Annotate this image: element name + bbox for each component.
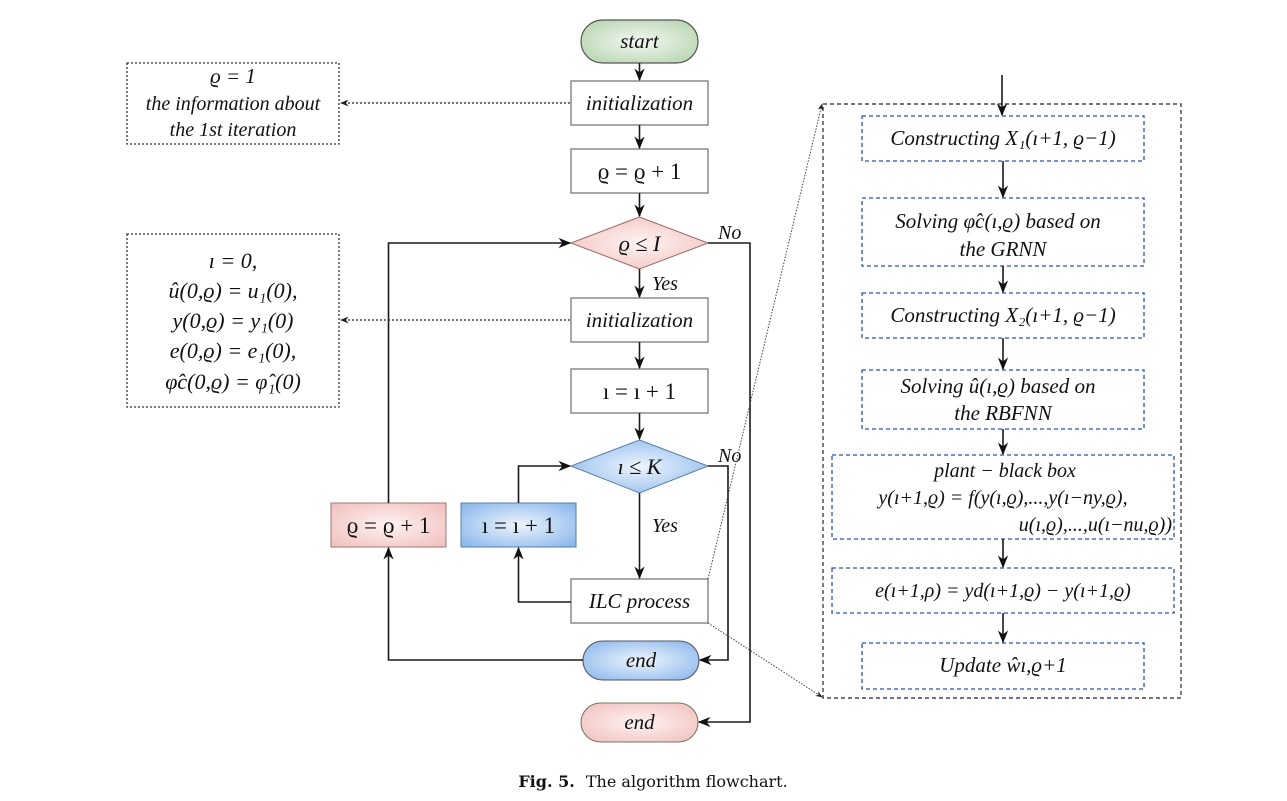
detail-step-4-line-1: Solving û(ı,ϱ) based on bbox=[901, 374, 1096, 398]
init-inner-box: initialization bbox=[570, 297, 709, 343]
detail-step-6-text: e(ı+1,ρ) = yd(ı+1,ϱ) − y(ı+1,ϱ) bbox=[875, 580, 1131, 602]
outer-decision-diamond: ϱ ≤ I bbox=[569, 216, 710, 270]
note-outer-line-3: the 1st iteration bbox=[170, 119, 297, 141]
zoom-connector-top bbox=[707, 103, 824, 580]
start-label: start bbox=[620, 29, 660, 53]
end-inner-label: end bbox=[626, 648, 657, 672]
note-inner-line-1: ı = 0, bbox=[209, 248, 257, 273]
note-inner-line-3: y(0,ϱ) = y₁(0) bbox=[171, 308, 294, 333]
detail-step-5-line-2: y(ı+1,ϱ) = f(y(ı,ϱ),...,y(ı−ny,ϱ), bbox=[876, 487, 1127, 509]
rho-increment-box: ϱ = ϱ + 1 bbox=[570, 148, 709, 194]
detail-step-solve-rbfnn: Solving û(ı,ϱ) based on the RBFNN bbox=[861, 369, 1145, 430]
detail-step-3-text: Constructing X₂(ı+1, ϱ−1) bbox=[890, 303, 1115, 327]
note-inner-line-4: e(0,ϱ) = e₁(0), bbox=[170, 338, 297, 363]
init-inner-label: initialization bbox=[586, 308, 693, 332]
detail-step-1-text: Constructing X₁(ı+1, ϱ−1) bbox=[890, 126, 1115, 150]
end-outer-terminal: end bbox=[580, 702, 699, 743]
note-inner-line-5: φ̂c(0,ϱ) = φ̂₁(0) bbox=[165, 369, 301, 394]
init-outer-box: initialization bbox=[570, 80, 709, 126]
detail-step-plant: plant − black box y(ı+1,ϱ) = f(y(ı,ϱ),..… bbox=[831, 454, 1175, 540]
detail-step-update-weights: Update ŵı,ϱ+1 bbox=[861, 642, 1145, 690]
caption-text: The algorithm flowchart. bbox=[586, 772, 788, 791]
init-outer-label: initialization bbox=[586, 91, 693, 115]
inner-yes-label: Yes bbox=[652, 515, 678, 537]
detail-step-construct-x1: Constructing X₁(ı+1, ϱ−1) bbox=[861, 115, 1145, 162]
rho-increment-label: ϱ = ϱ + 1 bbox=[598, 159, 682, 184]
outer-yes-label: Yes bbox=[652, 273, 678, 295]
inner-decision-label: ı ≤ K bbox=[618, 454, 663, 479]
detail-step-2-line-2: the GRNN bbox=[960, 237, 1048, 261]
detail-step-5-line-3: u(ı,ϱ),...,u(ı−nu,ϱ)) bbox=[1019, 514, 1173, 536]
arrow-inner-no-to-end bbox=[698, 465, 729, 666]
ilc-process-label: ILC process bbox=[588, 589, 690, 613]
outer-no-label: No bbox=[717, 222, 741, 244]
loop-rho-increment-box: ϱ = ϱ + 1 bbox=[330, 502, 447, 548]
end-inner-terminal: end bbox=[582, 640, 700, 681]
arrow-rho-loop-to-decision bbox=[387, 237, 572, 503]
loop-iota-increment-box: ı = ı + 1 bbox=[460, 502, 577, 548]
loop-rho-increment-label: ϱ = ϱ + 1 bbox=[347, 513, 431, 538]
detail-step-5-line-1: plant − black box bbox=[932, 460, 1076, 482]
note-outer-line-1: ϱ = 1 bbox=[210, 64, 256, 88]
figure-caption: Fig. 5. The algorithm flowchart. bbox=[518, 772, 787, 791]
detail-step-7-text: Update ŵı,ϱ+1 bbox=[939, 653, 1067, 677]
arrow-iota-loop-to-decision bbox=[517, 460, 572, 503]
arrow-outer-no-to-end bbox=[697, 242, 751, 728]
inner-no-label: No bbox=[717, 445, 741, 467]
start-terminal: start bbox=[580, 19, 699, 64]
end-outer-label: end bbox=[624, 710, 655, 734]
iota-increment-box: ı = ı + 1 bbox=[570, 368, 709, 414]
arrow-ilc-to-iota-loop bbox=[513, 546, 571, 603]
svg-text:Fig. 5. The algorithm fl: Fig. 5. The algorithm flowchart. bbox=[518, 772, 787, 791]
detail-step-2-line-1: Solving φ̂c(ı,ϱ) based on bbox=[895, 209, 1100, 233]
ilc-process-box: ILC process bbox=[570, 578, 709, 624]
outer-decision-label: ϱ ≤ I bbox=[619, 231, 662, 256]
detail-step-construct-x2: Constructing X₂(ı+1, ϱ−1) bbox=[861, 292, 1145, 339]
note-inner-init: ı = 0, û(0,ϱ) = u₁(0), y(0,ϱ) = y₁(0) e(… bbox=[126, 233, 340, 408]
note-outer-line-2: the information about bbox=[146, 93, 321, 115]
detail-step-4-line-2: the RBFNN bbox=[954, 401, 1052, 425]
detail-step-error: e(ı+1,ρ) = yd(ı+1,ϱ) − y(ı+1,ϱ) bbox=[831, 567, 1175, 614]
iota-increment-label: ı = ı + 1 bbox=[603, 379, 676, 404]
inner-decision-diamond: ı ≤ K bbox=[569, 439, 710, 494]
arrow-end-to-rho-loop bbox=[383, 546, 583, 661]
loop-iota-increment-label: ı = ı + 1 bbox=[482, 513, 555, 538]
note-inner-line-2: û(0,ϱ) = u₁(0), bbox=[169, 278, 298, 303]
detail-step-solve-grnn: Solving φ̂c(ı,ϱ) based on the GRNN bbox=[861, 197, 1145, 267]
caption-label: Fig. 5. bbox=[518, 772, 574, 791]
note-outer-init: ϱ = 1 the information about the 1st iter… bbox=[126, 62, 340, 145]
